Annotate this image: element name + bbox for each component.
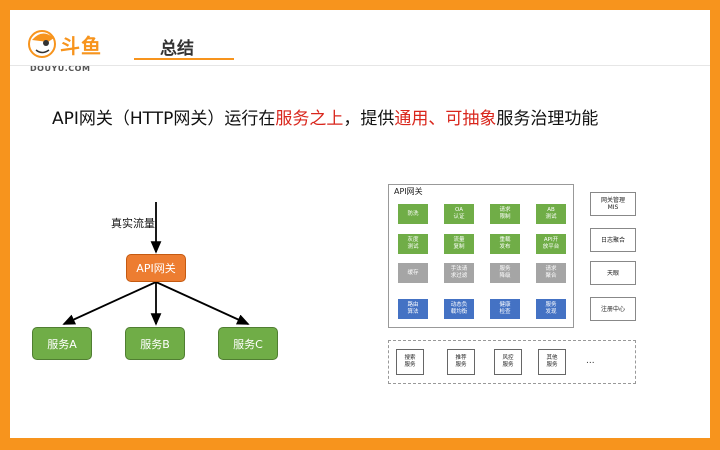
douyu-logo: 斗鱼 DOUYU.COM: [26, 24, 122, 76]
headline-highlight-1: 服务之上: [275, 109, 344, 129]
backend-service-box: 搜索 服务: [396, 349, 424, 375]
headline-part-3: 服务治理功能: [496, 109, 599, 129]
arrow-to-service-a: [62, 281, 157, 325]
panel-title: API网关: [394, 187, 423, 196]
headline-part-2: ，提供: [343, 109, 395, 129]
arrow-to-service-c: [155, 281, 250, 325]
feature-tile: 请求 限制: [490, 204, 520, 224]
headline-highlight-2: 通用、可抽象: [394, 109, 497, 129]
more-services-ellipsis: ...: [586, 356, 595, 366]
feature-tile: 手法请 求过滤: [444, 263, 474, 283]
brand-name-en: DOUYU.COM: [30, 64, 91, 73]
feature-tile: 灰度 测试: [398, 234, 428, 254]
slide-title: 总结: [160, 39, 194, 59]
header-divider: [10, 65, 710, 66]
backend-services-panel: [388, 340, 636, 384]
feature-tile: 请求 聚合: [536, 263, 566, 283]
feature-tile: 服务 降级: [490, 263, 520, 283]
feature-tile: 动态负 载均衡: [444, 299, 474, 319]
monitoring-box: 天眼: [590, 261, 636, 285]
feature-tile: 重载 发布: [490, 234, 520, 254]
registry-box: 注册中心: [590, 297, 636, 321]
feature-tile: OA 认证: [444, 204, 474, 224]
feature-tile: 路由 算法: [398, 299, 428, 319]
backend-service-box: 推荐 服务: [447, 349, 475, 375]
backend-service-box: 风控 服务: [494, 349, 522, 375]
feature-tile: API开 放平台: [536, 234, 566, 254]
log-aggregation-box: 日志聚合: [590, 228, 636, 252]
flow-arrows: [62, 202, 250, 326]
slide: 斗鱼 DOUYU.COM 总结 API网关（HTTP网关）运行在服务之上，提供通…: [10, 10, 710, 438]
backend-service-box: 其他 服务: [538, 349, 566, 375]
gateway-node: API网关: [126, 254, 186, 282]
headline-part-1: API网关（HTTP网关）运行在: [52, 109, 276, 129]
feature-tile: 服务 发现: [536, 299, 566, 319]
feature-tile: 健康 检查: [490, 299, 520, 319]
brand-name-cn: 斗鱼: [60, 34, 102, 58]
feature-tile: 缓存: [398, 263, 428, 283]
gateway-mis-box: 网关管理 MIS: [590, 192, 636, 216]
traffic-label: 真实流量: [111, 217, 155, 230]
feature-tile: 防洗: [398, 204, 428, 224]
feature-tile: AB 测试: [536, 204, 566, 224]
service-c-node: 服务C: [218, 327, 278, 360]
fish-mascot-icon: [28, 30, 56, 58]
feature-tile: 流量 复制: [444, 234, 474, 254]
service-b-node: 服务B: [125, 327, 185, 360]
gateway-feature-panel: API网关 防洗 OA 认证 请求 限制 AB 测试 灰度 测试 流量 复制 重…: [388, 184, 574, 328]
headline: API网关（HTTP网关）运行在服务之上，提供通用、可抽象服务治理功能: [52, 104, 598, 129]
title-underline: [134, 58, 234, 60]
service-a-node: 服务A: [32, 327, 92, 360]
